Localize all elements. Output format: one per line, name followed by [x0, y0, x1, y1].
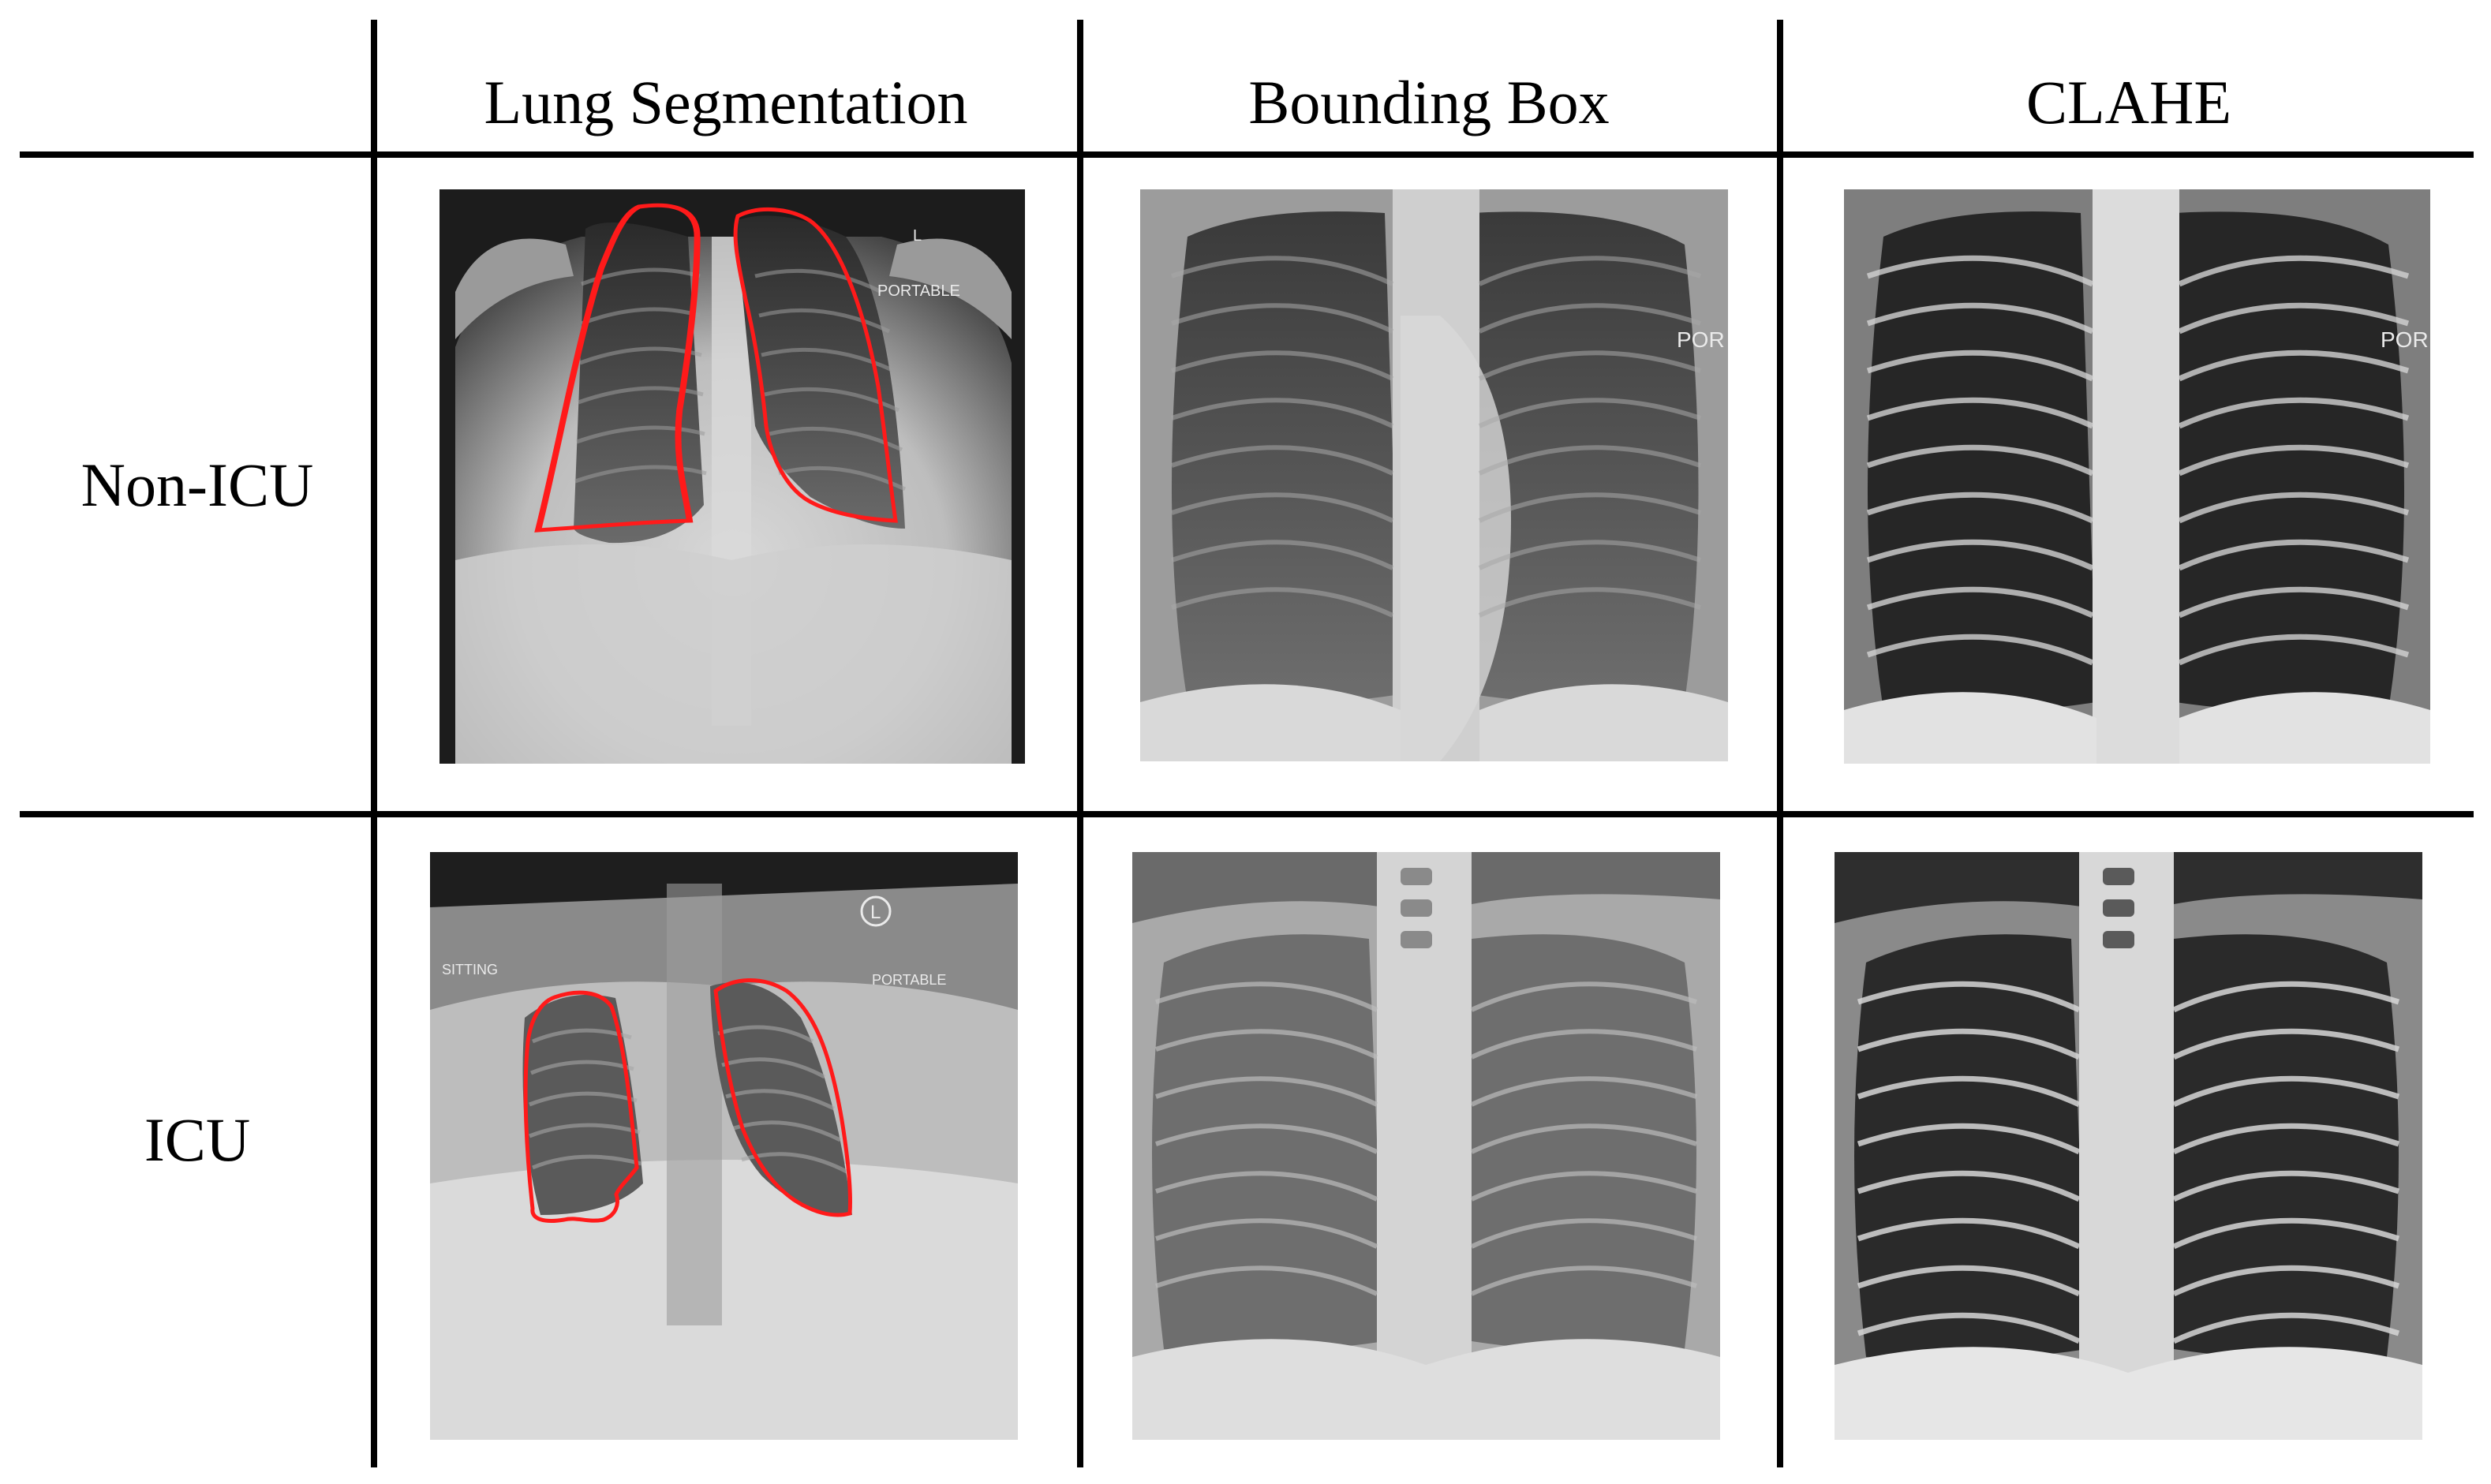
xray-sitting-label: SITTING	[442, 962, 498, 977]
grid-line-vertical-1	[371, 20, 377, 1467]
grid-line-vertical-2	[1077, 20, 1083, 1467]
xray-non-icu-lung-segmentation: L PORTABLE	[439, 189, 1025, 764]
column-header-bounding-box: Bounding Box	[1248, 68, 1610, 136]
xray-non-icu-clahe: POR	[1844, 189, 2430, 764]
row-label-non-icu: Non-ICU	[80, 450, 314, 519]
xray-portable-label: PORTABLE	[872, 972, 946, 988]
xray-icu-bounding-box	[1132, 852, 1720, 1440]
xray-marker-l: L	[870, 902, 881, 923]
xray-icu-clahe	[1835, 852, 2422, 1440]
xray-portable-label: POR	[2381, 327, 2429, 352]
xray-portable-label: PORTABLE	[877, 282, 960, 300]
xray-portable-label: POR	[1677, 327, 1725, 352]
column-header-lung-segmentation: Lung Segmentation	[484, 68, 968, 136]
xray-icu-lung-segmentation: L SITTING PORTABLE	[430, 852, 1018, 1440]
xray-non-icu-bounding-box: POR	[1140, 189, 1728, 761]
grid-line-horizontal-2	[20, 811, 2474, 817]
grid-line-vertical-3	[1777, 20, 1783, 1467]
grid-line-horizontal-1	[20, 151, 2474, 158]
xray-marker-l: L	[913, 227, 922, 245]
row-label-icu: ICU	[144, 1105, 251, 1174]
column-header-clahe: CLAHE	[2026, 68, 2231, 136]
